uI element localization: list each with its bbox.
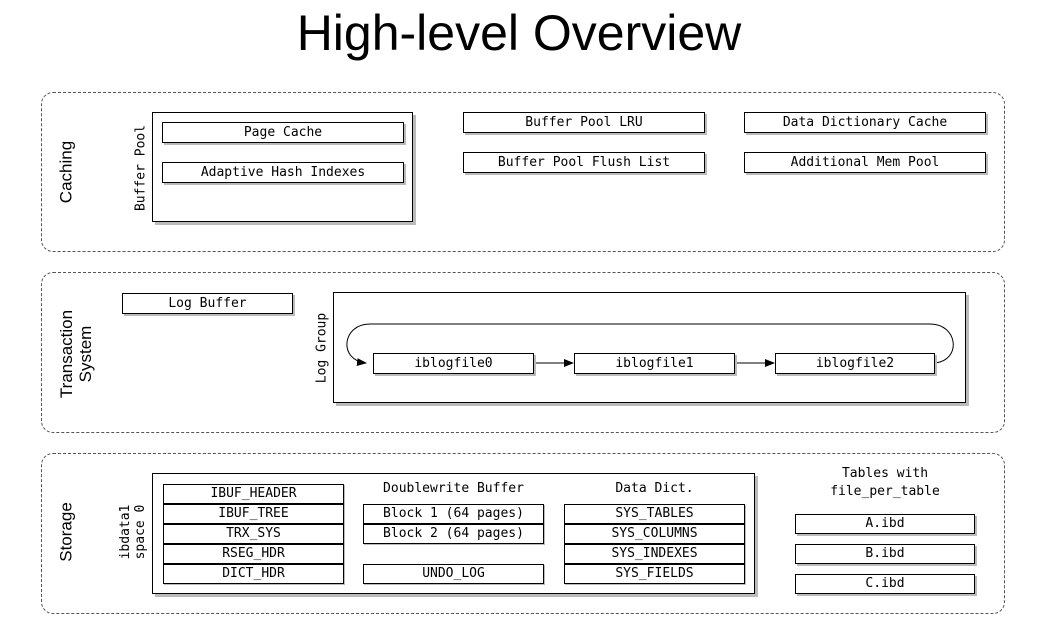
page-cache-box: Page Cache — [162, 122, 404, 143]
doublewrite-block-2: Block 2 (64 pages) — [363, 524, 544, 544]
system-page-dict-hdr: DICT_HDR — [163, 564, 344, 584]
undo-log-box: UNDO_LOG — [363, 564, 544, 584]
file-per-table-title: Tables with file_per_table — [785, 465, 985, 501]
buffer-pool-label: Buffer Pool — [133, 124, 149, 212]
log-buffer-box: Log Buffer — [122, 293, 293, 314]
system-page-rseg-hdr: RSEG_HDR — [163, 544, 344, 564]
data-dictionary-cache-box: Data Dictionary Cache — [744, 112, 986, 133]
system-page-trx-sys: TRX_SYS — [163, 524, 344, 544]
storage-section — [41, 453, 1005, 614]
doublewrite-block-1: Block 1 (64 pages) — [363, 504, 544, 524]
caching-label: Caching — [56, 140, 76, 204]
buffer-pool-lru-box: Buffer Pool LRU — [463, 112, 705, 133]
page-title: High-level Overview — [296, 5, 742, 61]
data-dict-sys-tables: SYS_TABLES — [564, 504, 745, 524]
file-per-table-title-line1: Tables with — [841, 466, 929, 481]
adaptive-hash-box: Adaptive Hash Indexes — [162, 162, 404, 183]
transaction-label-line2: System — [76, 325, 95, 383]
data-dict-sys-indexes: SYS_INDEXES — [564, 544, 745, 564]
transaction-section — [41, 272, 1005, 433]
buffer-pool-flush-list-box: Buffer Pool Flush List — [463, 152, 705, 173]
storage-label: Storage — [56, 502, 76, 562]
ibdata-label-line1: ibdata1 — [118, 504, 133, 560]
system-page-ibuf-header: IBUF_HEADER — [163, 484, 344, 504]
data-dict-sys-fields: SYS_FIELDS — [564, 564, 745, 584]
system-page-ibuf-tree: IBUF_TREE — [163, 504, 344, 524]
transaction-label: Transaction System — [57, 310, 95, 398]
ibdata-label-line2: space 0 — [133, 504, 148, 560]
data-dict-sys-columns: SYS_COLUMNS — [564, 524, 745, 544]
doublewrite-buffer-title: Doublewrite Buffer — [383, 481, 524, 496]
iblogfile2-box: iblogfile2 — [775, 353, 935, 374]
transaction-label-line1: Transaction — [57, 309, 76, 399]
c-ibd-box: C.ibd — [795, 574, 975, 594]
a-ibd-box: A.ibd — [795, 514, 975, 534]
file-per-table-title-line2: file_per_table — [830, 484, 940, 499]
caching-section — [41, 92, 1005, 252]
additional-mem-pool-box: Additional Mem Pool — [744, 152, 986, 173]
ibdata-label: ibdata1 space 0 — [118, 505, 148, 560]
iblogfile1-box: iblogfile1 — [574, 353, 735, 374]
log-group — [333, 292, 966, 403]
iblogfile0-box: iblogfile0 — [373, 353, 534, 374]
log-group-label: Log Group — [314, 312, 330, 384]
b-ibd-box: B.ibd — [795, 544, 975, 564]
data-dict-title: Data Dict. — [615, 481, 694, 496]
